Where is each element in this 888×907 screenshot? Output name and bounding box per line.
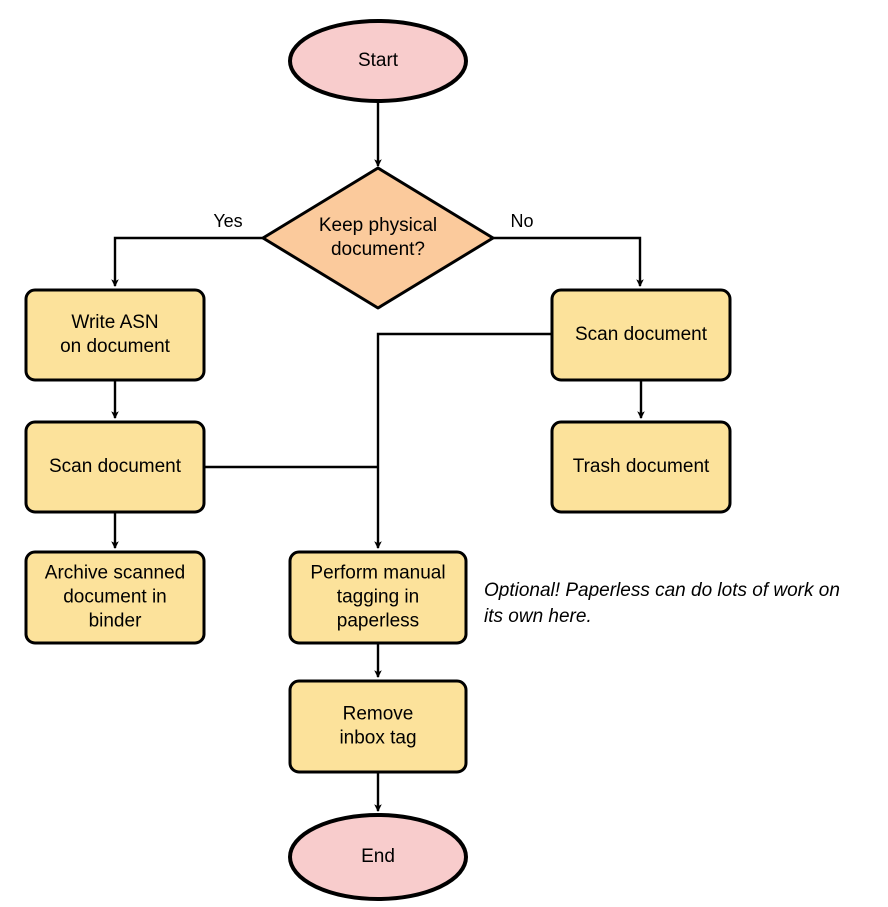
node-shape-rect: [24, 420, 206, 514]
edge-label-decision-no-to-scan-right: No: [510, 211, 533, 231]
annotation-optional-note: Optional! Paperless can do lots of work …: [484, 580, 840, 627]
edges-layer: Yes No: [111, 101, 645, 813]
node-shape-rect: [288, 679, 468, 774]
node-shape-ellipse: [288, 19, 468, 103]
node-trash-document[interactable]: Trash document: [550, 420, 732, 514]
node-start[interactable]: Start: [288, 19, 468, 103]
node-shape-rect: [288, 550, 468, 645]
node-shape-rect: [550, 420, 732, 514]
node-scan-document-left[interactable]: Scan document: [24, 420, 206, 514]
node-label-end: End: [361, 846, 395, 867]
edge-line: [493, 236, 644, 288]
edge-line: [111, 236, 263, 288]
node-shape-ellipse: [288, 813, 468, 901]
node-label-start: Start: [358, 50, 399, 71]
annotations-layer: Optional! Paperless can do lots of work …: [484, 580, 840, 627]
edge-decision-no-to-scan-right: No: [493, 211, 644, 288]
node-end[interactable]: End: [288, 813, 468, 901]
node-shape-rect: [24, 550, 206, 645]
node-label-scan-document-left: Scan document: [49, 456, 182, 477]
node-scan-document-right[interactable]: Scan document: [550, 288, 732, 382]
node-shape-diamond: [261, 166, 495, 310]
edge-scan-right-to-manual-tagging: [374, 332, 552, 550]
node-shape-rect: [24, 288, 206, 382]
edge-line: [374, 332, 552, 550]
node-shape-rect: [550, 288, 732, 382]
edge-decision-yes-to-write-asn: Yes: [111, 211, 263, 288]
edge-label-decision-yes-to-write-asn: Yes: [213, 211, 242, 231]
node-label-scan-document-right: Scan document: [575, 324, 708, 345]
node-label-trash-document: Trash document: [573, 456, 710, 477]
